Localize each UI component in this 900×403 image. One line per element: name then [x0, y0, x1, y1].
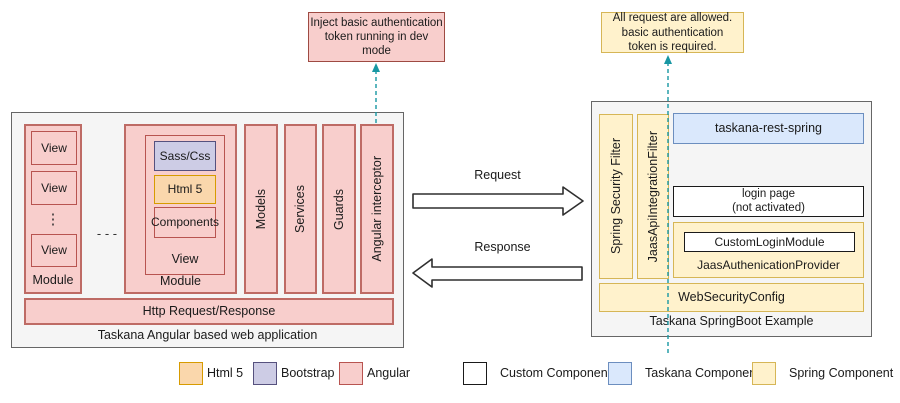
- html5-swatch: [179, 361, 203, 385]
- module-separator-dots: - - -: [96, 226, 118, 241]
- springboot-title: Taskana SpringBoot Example: [649, 314, 814, 328]
- taskana-rest-spring-box: taskana-rest-spring: [673, 113, 864, 144]
- legend-label: Custom Component: [500, 366, 612, 380]
- legend-label: Angular: [367, 366, 411, 380]
- module-2: Sass/Css Html 5 Components View Module: [124, 124, 237, 294]
- springboot-container: Spring Security Filter JaasApiIntegratio…: [591, 101, 872, 337]
- view-label: View: [171, 252, 199, 266]
- callout-line: Inject basic authentication: [310, 16, 443, 29]
- taskana-component-swatch: [608, 361, 632, 385]
- callout-line: token running in dev: [324, 30, 429, 43]
- view-box: View: [31, 234, 77, 267]
- dashed-arrow-left-head: [372, 63, 380, 72]
- models-bar: Models: [244, 124, 278, 294]
- legend-label: Bootstrap: [281, 366, 335, 380]
- response-label: Response: [474, 240, 531, 254]
- login-page-box: login page (not activated): [673, 186, 864, 217]
- dashed-arrow-right-head: [664, 55, 672, 64]
- view-box: View: [31, 171, 77, 205]
- legend-item-bootstrap: Bootstrap: [253, 361, 335, 385]
- legend-label: Taskana Component: [645, 366, 760, 380]
- login-page-line: (not activated): [732, 201, 805, 214]
- components-box: Components: [151, 207, 219, 238]
- spring-component-swatch: [752, 361, 776, 385]
- legend-label: Html 5: [207, 366, 244, 380]
- angular-interceptor-label: Angular interceptor: [369, 156, 384, 262]
- callout-all-requests-allowed: All request are allowed. basic authentic…: [601, 12, 744, 53]
- models-label: Models: [253, 188, 268, 230]
- custom-component-swatch: [463, 361, 487, 385]
- legend-item-html5: Html 5: [179, 361, 243, 385]
- jaas-api-integration-filter-label: JaasApiIntegrationFilter: [645, 130, 660, 263]
- spring-security-filter-label: Spring Security Filter: [608, 138, 623, 255]
- response-arrow: [412, 258, 583, 288]
- custom-login-module-box: CustomLoginModule: [684, 232, 855, 252]
- jaas-authentication-provider-label: JaasAuthenicationProvider: [697, 258, 840, 272]
- angular-app-title: Taskana Angular based web application: [97, 328, 318, 342]
- spring-security-filter-bar: Spring Security Filter: [599, 114, 633, 279]
- legend-item-spring-component: Spring Component: [752, 361, 893, 385]
- http-request-response-bar: Http Request/Response: [24, 298, 394, 325]
- services-bar: Services: [284, 124, 317, 294]
- callout-line: mode: [362, 45, 391, 57]
- angular-app-container: View View ⋮ View Module - - - Sass/Css H…: [11, 112, 404, 348]
- angular-swatch: [339, 361, 363, 385]
- callout-line: basic authentication: [621, 26, 724, 39]
- web-security-config-box: WebSecurityConfig: [599, 283, 864, 312]
- login-page-line: login page: [741, 187, 796, 200]
- request-label: Request: [474, 168, 521, 182]
- callout-line: token is required.: [628, 40, 717, 53]
- sass-css-box: Sass/Css: [154, 141, 216, 171]
- guards-label: Guards: [331, 188, 346, 230]
- module-label: Module: [32, 273, 74, 287]
- jaas-authentication-provider-box: CustomLoginModule JaasAuthenicationProvi…: [673, 222, 864, 278]
- module-label: Module: [160, 274, 201, 288]
- jaas-api-integration-filter-bar: JaasApiIntegrationFilter: [637, 114, 669, 279]
- callout-inject-token: Inject basic authentication token runnin…: [308, 12, 445, 62]
- module-1: View View ⋮ View Module: [24, 124, 82, 294]
- request-arrow: [412, 186, 584, 216]
- view-box: View: [31, 131, 77, 165]
- html5-box: Html 5: [154, 175, 216, 204]
- legend-label: Spring Component: [789, 366, 894, 380]
- legend-item-angular: Angular: [339, 361, 410, 385]
- guards-bar: Guards: [322, 124, 356, 294]
- view-container: Sass/Css Html 5 Components View: [145, 135, 225, 275]
- callout-line: All request are allowed.: [612, 12, 733, 25]
- legend-item-custom-component: Custom Component: [463, 361, 611, 385]
- vertical-ellipsis: ⋮: [45, 211, 61, 228]
- bootstrap-swatch: [253, 361, 277, 385]
- legend-item-taskana-component: Taskana Component: [608, 361, 760, 385]
- services-label: Services: [293, 185, 307, 233]
- angular-interceptor-bar: Angular interceptor: [360, 124, 394, 294]
